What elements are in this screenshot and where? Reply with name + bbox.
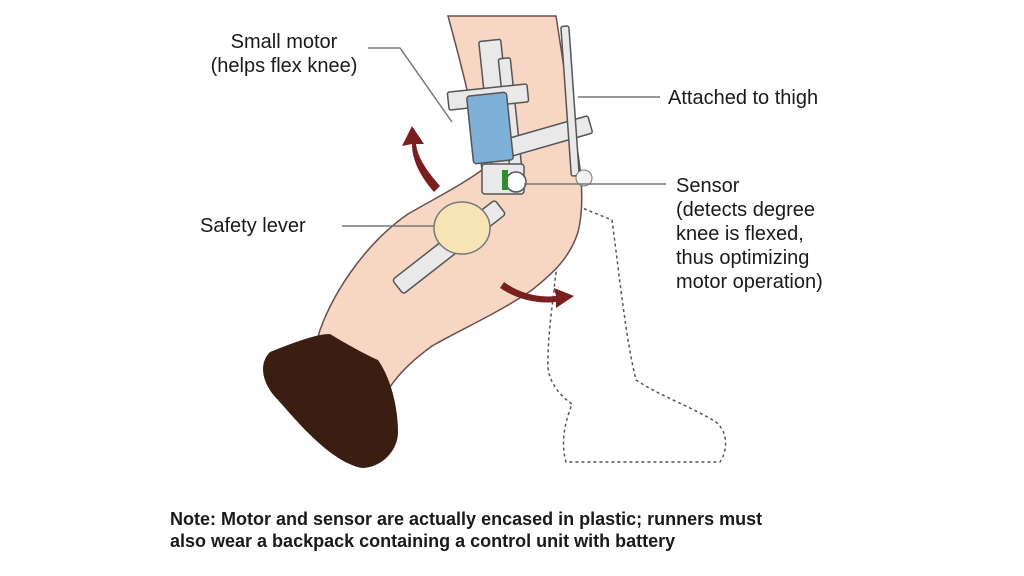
leader-lines xyxy=(342,47,666,227)
label-small-motor: Small motor (helps flex knee) xyxy=(210,31,358,77)
small-motor xyxy=(466,91,514,165)
label-sensor: Sensor (detects degree knee is flexed, t… xyxy=(676,175,823,293)
label-safety-lever: Safety lever xyxy=(200,215,306,237)
label-attached-to-thigh: Attached to thigh xyxy=(668,87,819,109)
safety-lever xyxy=(433,201,491,255)
note-caption: Note: Motor and sensor are actually enca… xyxy=(170,509,763,551)
shoe xyxy=(263,334,398,468)
back-leg-outline xyxy=(547,198,727,463)
motion-arrows xyxy=(402,126,574,308)
calf-bar xyxy=(392,200,506,294)
sensor xyxy=(502,170,508,190)
knee-joint xyxy=(481,163,593,195)
